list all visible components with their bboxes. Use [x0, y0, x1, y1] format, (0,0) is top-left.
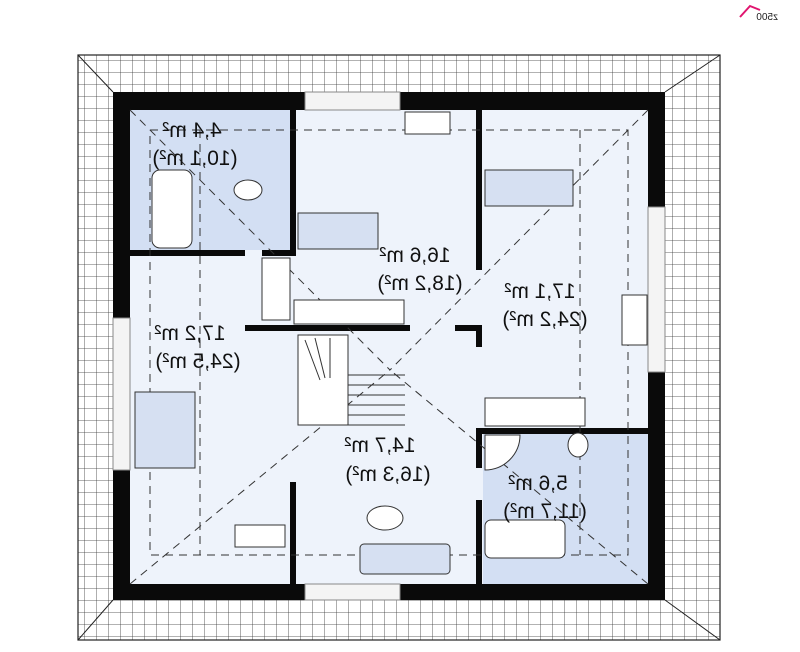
room-area: 17,1 m² [504, 280, 575, 303]
furniture [134, 111, 648, 575]
toilet-bottom [567, 432, 589, 458]
room-area: 14,7 m² [344, 434, 415, 457]
wardrobe-center [293, 299, 405, 325]
room-area: 4,4 m² [162, 119, 222, 142]
room-area-total: (16,3 m²) [345, 463, 430, 486]
sofa [359, 543, 451, 575]
windows [112, 91, 666, 601]
desk-center [404, 111, 451, 135]
bed-left [134, 391, 196, 469]
bathtub-bottom [484, 519, 566, 559]
logo-text: z500 [756, 12, 778, 23]
desk-left [234, 524, 286, 548]
bed-right [484, 169, 574, 207]
room-area: 17,2 m² [154, 322, 225, 345]
room-area: 16,6 m² [379, 244, 450, 267]
wardrobe-left [261, 257, 291, 321]
wardrobe-right [484, 397, 586, 427]
coffee-table [366, 505, 404, 531]
room-area-total: (18,2 m²) [377, 272, 462, 295]
staircase [297, 334, 405, 426]
room-labels: 4,4 m² (10,1 m²) 17,2 m² (24,5 m²) 16,6 … [152, 119, 587, 523]
room-area-total: (10,1 m²) [152, 147, 237, 170]
toilet-top [233, 179, 263, 201]
interior-walls [130, 110, 648, 584]
logo: z500 [739, 4, 778, 23]
room-area-total: (11,7 m²) [503, 500, 587, 523]
room-area-total: (24,2 m²) [502, 308, 587, 331]
room-area: 5,6 m² [508, 472, 568, 495]
room-area-total: (24,5 m²) [155, 350, 240, 373]
desk-right [621, 294, 648, 346]
bed-center [297, 212, 379, 250]
bathtub-top [151, 169, 193, 249]
shower [484, 434, 521, 471]
